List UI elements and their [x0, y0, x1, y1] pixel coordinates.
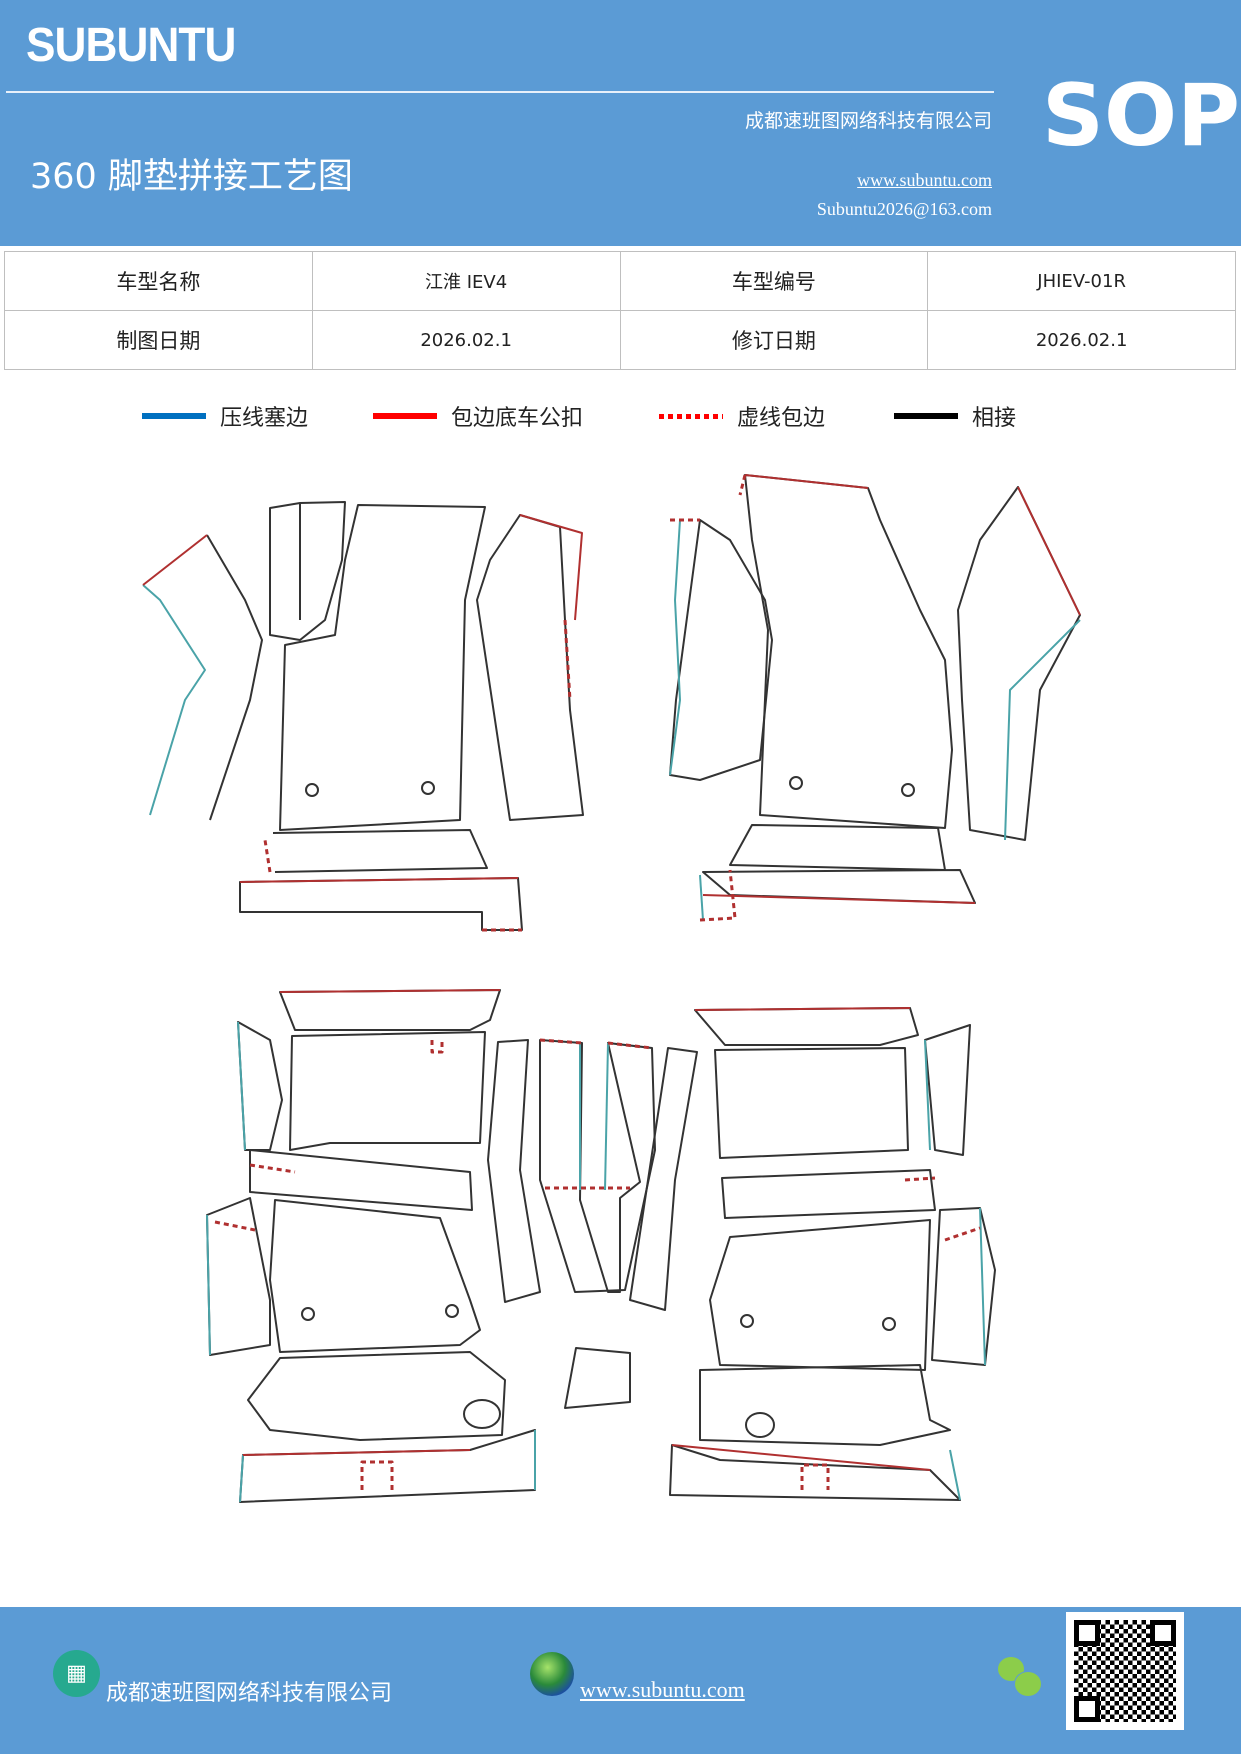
- mat-piece: [239, 1429, 536, 1503]
- mat-piece: [669, 1444, 961, 1501]
- legend-item: 相接: [894, 400, 1016, 432]
- legend-swatch: [373, 413, 437, 419]
- value-revise-date: 2026.02.1: [927, 310, 1236, 370]
- mat-piece: [714, 1047, 909, 1159]
- mat-piece: [694, 1007, 919, 1046]
- mat-piece: [924, 1024, 971, 1156]
- mat-piece: [957, 486, 1081, 841]
- mat-piece: [487, 1039, 541, 1303]
- mat-piece: [269, 501, 346, 641]
- mat-piece: [476, 514, 584, 821]
- legend-swatch: [142, 413, 206, 419]
- mat-piece: [289, 1031, 486, 1151]
- mat-piece: [247, 1351, 506, 1441]
- mat-piece: [249, 1149, 473, 1211]
- legend-label: 虚线包边: [737, 406, 826, 431]
- mat-piece: [669, 519, 773, 781]
- divider: [6, 91, 994, 93]
- logo: SUBUNTU: [26, 19, 236, 72]
- label-model-code: 车型编号: [619, 251, 929, 311]
- legend-label: 包边底车公扣: [451, 406, 584, 431]
- legend-swatch: [894, 413, 958, 419]
- mat-piece: [539, 1039, 656, 1293]
- label-draw-date: 制图日期: [4, 310, 313, 370]
- table-row: 制图日期 2026.02.1 修订日期 2026.02.1: [4, 310, 1236, 370]
- building-icon: ▦: [53, 1650, 100, 1697]
- footer-website-link[interactable]: www.subuntu.com: [580, 1677, 745, 1702]
- mat-piece: [721, 1169, 936, 1219]
- header: SUBUNTU SOP 成都速班图网络科技有限公司 360 脚垫拼接工艺图 ww…: [0, 0, 1241, 246]
- legend-swatch: [659, 413, 723, 419]
- mat-piece: [729, 824, 946, 871]
- qr-code: [1066, 1612, 1184, 1730]
- mat-piece: [931, 1207, 996, 1366]
- legend-label: 相接: [972, 406, 1017, 431]
- mat-piece: [239, 877, 523, 931]
- label-revise-date: 修订日期: [619, 310, 929, 370]
- footer: ▦ 成都速班图网络科技有限公司 www.subuntu.com: [0, 1607, 1241, 1754]
- mat-piece: [564, 1347, 631, 1409]
- page-title: 360 脚垫拼接工艺图: [30, 157, 353, 197]
- mat-piece: [279, 989, 501, 1031]
- company-name: 成都速班图网络科技有限公司: [744, 110, 992, 132]
- mat-piece: [629, 1047, 698, 1311]
- mat-piece: [206, 534, 263, 821]
- legend-label: 压线塞边: [220, 406, 309, 431]
- info-table: 车型名称 江淮 IEV4 车型编号 JHIEV-01R 制图日期 2026.02…: [4, 251, 1236, 370]
- mat-piece: [709, 1219, 931, 1371]
- mat-piece: [269, 1199, 481, 1353]
- legend-item: 压线塞边: [142, 400, 308, 432]
- value-draw-date: 2026.02.1: [311, 310, 621, 370]
- footer-company: 成都速班图网络科技有限公司: [106, 1681, 393, 1706]
- email: Subuntu2026@163.com: [816, 199, 992, 219]
- legend-item: 虚线包边: [659, 400, 825, 432]
- legend: 压线塞边 包边底车公扣 虚线包边 相接: [0, 400, 1241, 440]
- mat-piece: [279, 504, 486, 831]
- label-model-name: 车型名称: [4, 251, 313, 311]
- wechat-icon: [998, 1657, 1042, 1697]
- value-model-name: 江淮 IEV4: [311, 251, 621, 311]
- mat-piece: [272, 829, 488, 873]
- globe-icon: [530, 1652, 574, 1696]
- legend-item: 包边底车公扣: [373, 400, 583, 432]
- mat-piece: [744, 474, 953, 829]
- website-link[interactable]: www.subuntu.com: [857, 170, 992, 190]
- mat-piece: [699, 1364, 951, 1446]
- sop-badge: SOP: [1042, 66, 1241, 166]
